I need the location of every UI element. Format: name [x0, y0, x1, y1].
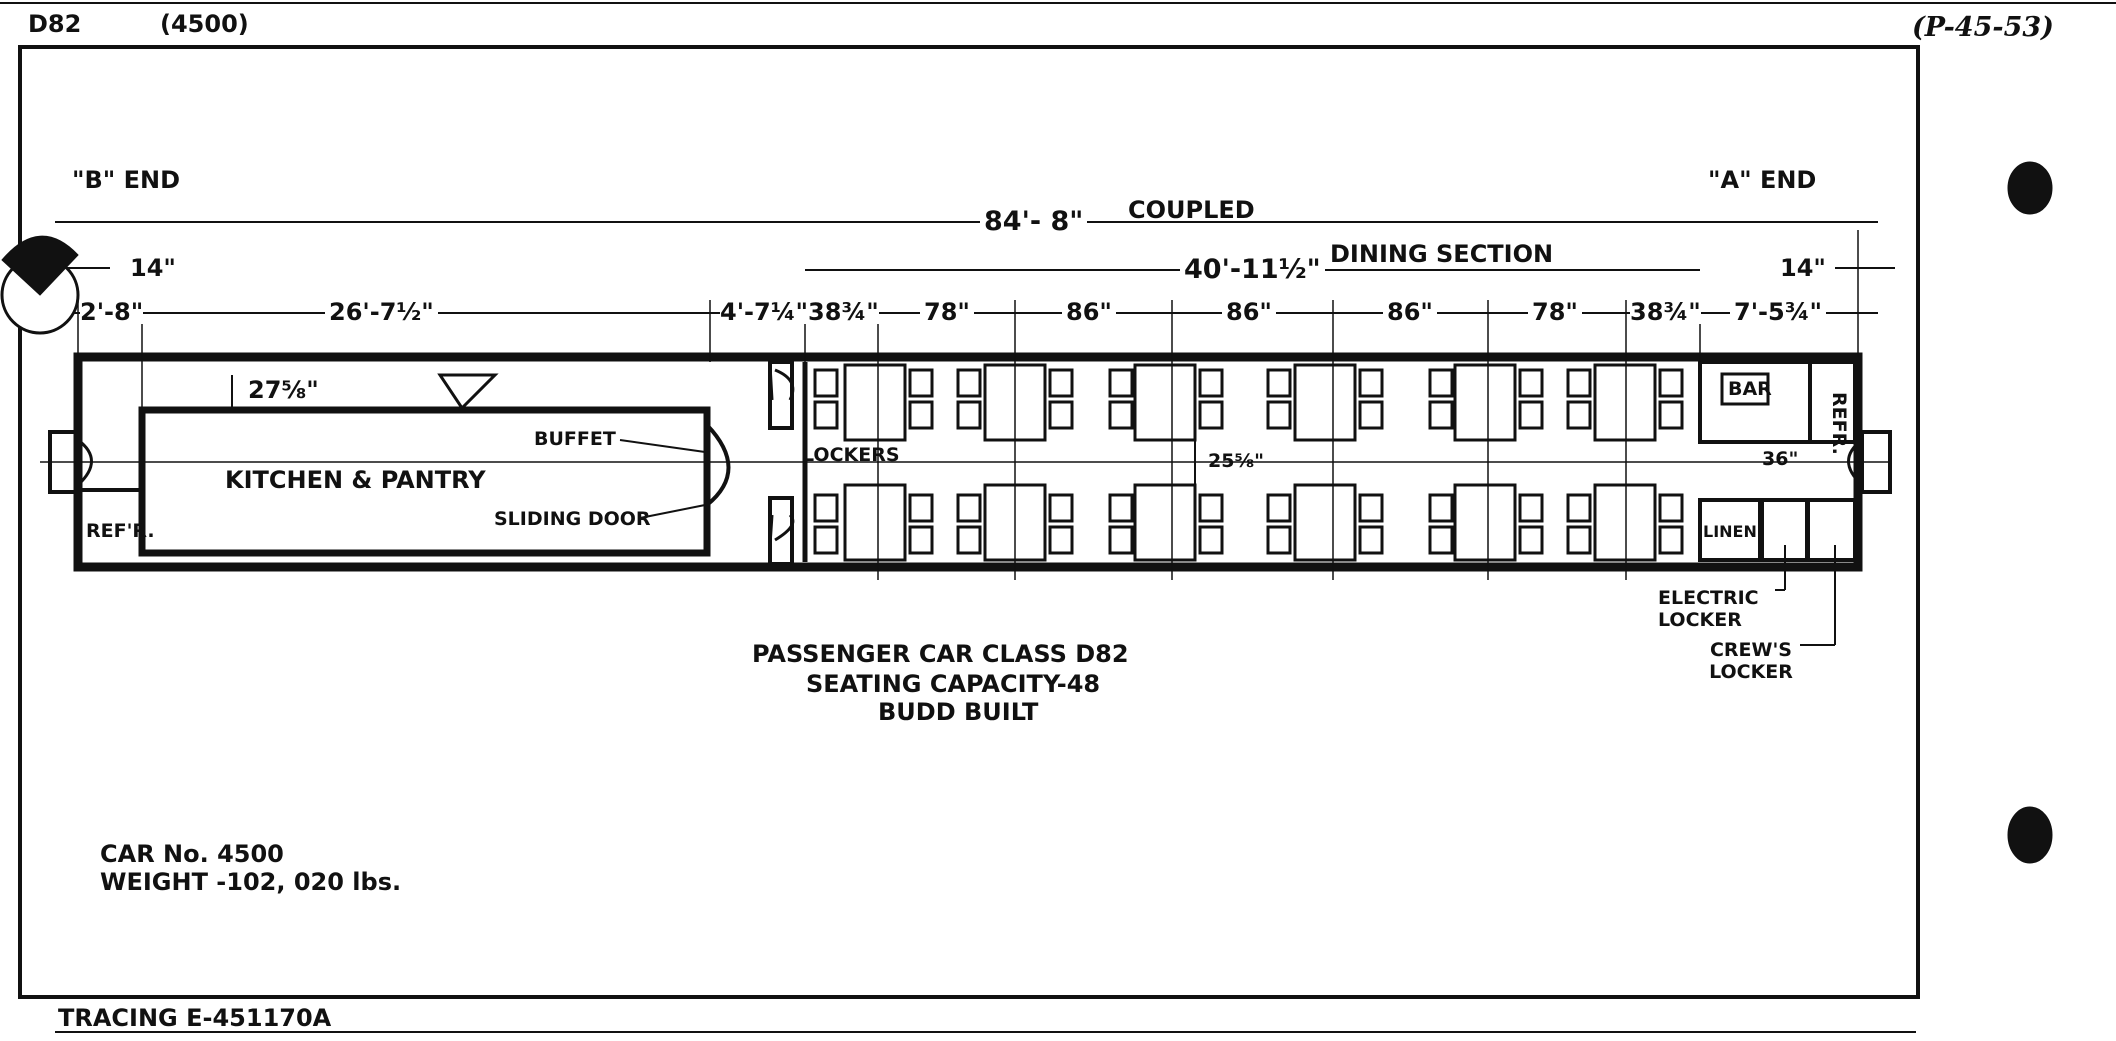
dim-14-b-label: 14": [130, 254, 176, 282]
upper-seating: [813, 363, 1684, 442]
dim-86a-label: 86": [1062, 300, 1116, 324]
dim-86c-label: 86": [1383, 300, 1437, 324]
refr-a-label: REFR.: [1828, 392, 1850, 455]
crews-locker-box: [1806, 498, 1857, 562]
dining-label: DINING SECTION: [1330, 240, 1554, 268]
dim-38a-label: 38¾": [808, 298, 879, 326]
leader-buffet: [619, 439, 706, 453]
caption-line-3: BUDD BUILT: [878, 698, 1039, 726]
hole-punch-left-dark: [1, 235, 79, 296]
locker-top: [768, 360, 794, 430]
car-number-ref: (4500): [160, 10, 249, 38]
car-weight: WEIGHT -102, 020 lbs.: [100, 868, 402, 896]
coupler-b: [48, 430, 80, 494]
kitchen-label: KITCHEN & PANTRY: [225, 466, 486, 494]
hood-symbol: [437, 373, 499, 411]
overall-label: COUPLED: [1128, 196, 1255, 224]
buffet-counter: [705, 423, 731, 507]
bar-counter: [1720, 372, 1770, 406]
leader-sliding: [639, 504, 706, 519]
lower-seating: [813, 483, 1684, 562]
dim-14-a-label: 14": [1780, 254, 1826, 282]
car-number: CAR No. 4500: [100, 840, 284, 868]
hole-punch-bottom: [2007, 806, 2053, 864]
sheet-border: [18, 45, 1920, 999]
dim-27-label: 27⅝": [248, 376, 319, 404]
dim-78b-label: 78": [1528, 300, 1582, 324]
vestibule-door-top: [768, 364, 795, 401]
b-end-label: "B" END: [72, 166, 181, 194]
dim-38b-label: 38¾": [1630, 298, 1701, 326]
a-end-label: "A" END: [1708, 166, 1817, 194]
locker-bottom: [768, 496, 794, 566]
crews-locker-label: CREW'S LOCKER: [1709, 639, 1793, 683]
class-code: D82: [28, 10, 82, 38]
caption-line-2: SEATING CAPACITY-48: [806, 670, 1101, 698]
refr-a-room: [1808, 360, 1857, 444]
caption-line-1: PASSENGER CAR CLASS D82: [752, 640, 1129, 668]
buffet-label: BUFFET: [534, 428, 616, 450]
dim-86b-label: 86": [1222, 300, 1276, 324]
dim-26-7-label: 26'-7½": [325, 300, 438, 324]
dim-2-8-label: 2'-8": [80, 298, 144, 326]
dim-78a-label: 78": [920, 300, 974, 324]
kitchen-room: [138, 406, 711, 557]
dim-4-7-label: 4'-7¼": [720, 298, 809, 326]
dim-7-5-label: 7'-5¾": [1730, 300, 1827, 324]
linen-label: LINEN: [1703, 522, 1757, 541]
lockers-label: LOCKERS: [802, 444, 900, 466]
hole-punch-top: [2007, 161, 2053, 215]
overall-length: 84'- 8": [980, 208, 1088, 235]
dim-36-label: 36": [1762, 448, 1799, 470]
refr-b-label: REF'R.: [86, 520, 155, 542]
coupler-a-arc: [1847, 438, 1864, 487]
dim-25-label: 25⅝": [1208, 450, 1265, 472]
electric-locker-label: ELECTRIC LOCKER: [1658, 587, 1759, 631]
dining-length: 40'-11½": [1180, 256, 1325, 283]
page-ref: (P-45-53): [1912, 12, 2054, 43]
tracing-number: TRACING E-451170A: [58, 1004, 332, 1032]
bar-label: BAR: [1728, 378, 1772, 400]
sliding-door-label: SLIDING DOOR: [494, 508, 651, 530]
coupler-b-arc: [76, 438, 93, 487]
coupler-a: [1860, 430, 1892, 494]
vestibule-door-bottom: [768, 513, 795, 546]
